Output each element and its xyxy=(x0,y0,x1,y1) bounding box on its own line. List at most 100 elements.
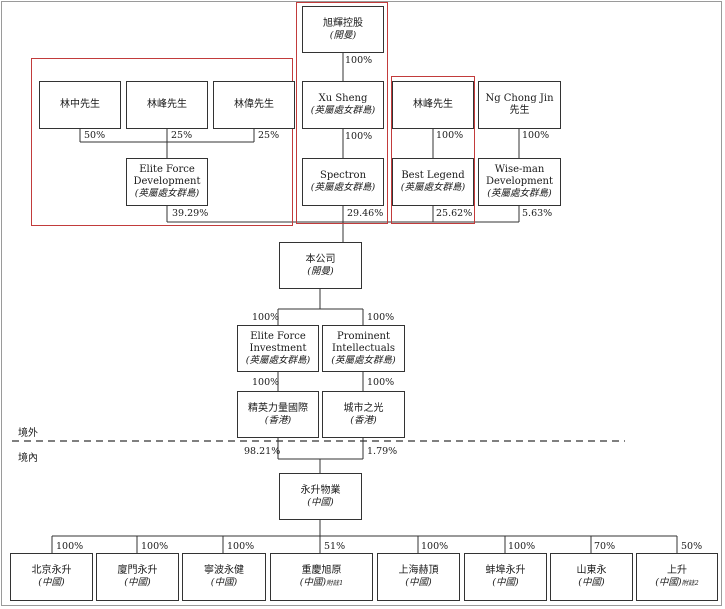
entity-last-name: 上升 xyxy=(667,565,687,576)
pct-ys-beijing: 100% xyxy=(56,541,84,552)
pct-chengshi-yongsheng: 1.79% xyxy=(367,446,398,457)
entity-last-note: 附註2 xyxy=(681,579,699,587)
entity-shandong-name: 山東永 xyxy=(576,565,607,576)
entity-beijing: 北京永升 (中國) xyxy=(10,553,93,601)
pct-ys-xiamen: 100% xyxy=(141,541,169,552)
entity-shanghai: 上海赫頂 (中國) xyxy=(377,553,460,601)
entity-beijing-place: (中國) xyxy=(38,577,65,588)
entity-ningbo: 寧波永健 (中國) xyxy=(182,553,266,601)
entity-xiamen-place: (中國) xyxy=(124,577,151,588)
entity-efd-name: Elite Force Development xyxy=(133,164,201,187)
entity-chengshi: 城市之光 (香港) xyxy=(322,391,405,438)
entity-xuhui-holding-place: (開曼) xyxy=(329,29,357,41)
entity-shandong-place: (中國) xyxy=(578,577,605,588)
entity-efd-place: (英屬處女群島) xyxy=(134,188,200,199)
entity-chongqing: 重慶旭原 (中國)附註1 xyxy=(270,553,373,601)
pct-jingying-yongsheng: 98.21% xyxy=(244,446,281,457)
entity-chengshi-place: (香港) xyxy=(350,414,377,426)
entity-shanghai-place: (中國) xyxy=(405,577,432,588)
entity-ningbo-name: 寧波永健 xyxy=(204,565,244,576)
entity-lin-feng-a-name: 林峰先生 xyxy=(147,99,187,110)
entity-lin-feng-b: 林峰先生 xyxy=(392,81,474,129)
entity-wise-man: Wise-man Development (英屬處女群島) xyxy=(478,158,561,206)
pct-ys-shandong: 70% xyxy=(594,541,616,552)
entity-xuhui-holding-name: 旭輝控股 xyxy=(323,17,363,29)
entity-pi-name: Prominent Intellectuals xyxy=(332,330,395,354)
entity-company-name: 本公司 xyxy=(305,253,336,265)
entity-xu-sheng-place: (英屬處女群島) xyxy=(310,105,376,116)
entity-ningbo-place: (中國) xyxy=(210,577,238,588)
entity-lin-feng-a: 林峰先生 xyxy=(126,81,208,129)
entity-lin-wei-name: 林偉先生 xyxy=(234,99,274,110)
entity-xuhui-holding: 旭輝控股 (開曼) xyxy=(302,6,384,53)
entity-xu-sheng-name: Xu Sheng xyxy=(318,93,368,104)
zone-onshore-label: 境內 xyxy=(18,453,38,464)
entity-yongsheng-name: 永升物業 xyxy=(300,484,341,496)
highlight-individuals-group xyxy=(31,58,293,226)
entity-lin-wei: 林偉先生 xyxy=(213,81,295,129)
zone-offshore-label: 境外 xyxy=(18,428,38,439)
entity-shandong: 山東永 (中國) xyxy=(550,553,633,601)
entity-jingying-place: (香港) xyxy=(264,414,292,426)
entity-spectron-name: Spectron xyxy=(319,170,367,181)
pct-linzhong-efd: 50% xyxy=(84,130,106,141)
entity-spectron-place: (英屬處女群島) xyxy=(310,182,376,193)
entity-elite-force-development: Elite Force Development (英屬處女群島) xyxy=(126,158,208,206)
entity-lin-zhong: 林中先生 xyxy=(39,81,121,129)
entity-bengbu-place: (中國) xyxy=(492,577,519,588)
entity-jingying-name: 精英力量國際 xyxy=(248,402,308,414)
entity-xu-sheng: Xu Sheng (英屬處女群島) xyxy=(302,81,384,129)
pct-efi-jingying: 100% xyxy=(252,377,280,388)
pct-ys-last: 50% xyxy=(681,541,703,552)
entity-elite-force-investment: Elite Force Investment (英屬處女群島) xyxy=(237,325,319,372)
entity-bengbu-name: 蚌埠永升 xyxy=(485,565,526,576)
entity-company-place: (開曼) xyxy=(307,265,334,277)
entity-pi-place: (英屬處女群島) xyxy=(331,354,396,366)
entity-best-legend: Best Legend (英屬處女群島) xyxy=(392,158,474,206)
entity-ng-chong-jin: Ng Chong Jin先生 xyxy=(478,81,561,129)
entity-best-legend-place: (英屬處女群島) xyxy=(400,182,466,193)
pct-bestlegend-company: 25.62% xyxy=(436,208,473,219)
entity-prominent-intellectuals: Prominent Intellectuals (英屬處女群島) xyxy=(322,325,405,372)
entity-chongqing-note: 附註1 xyxy=(326,579,344,587)
entity-best-legend-name: Best Legend xyxy=(401,170,465,181)
pct-wiseman-company: 5.63% xyxy=(522,208,553,219)
entity-lin-feng-b-name: 林峰先生 xyxy=(413,99,453,110)
highlight-xuhui-group xyxy=(296,2,388,224)
entity-last-place: (中國) xyxy=(655,577,682,588)
pct-xuhui-xusheng: 100% xyxy=(345,55,373,66)
entity-spectron: Spectron (英屬處女群島) xyxy=(302,158,384,206)
pct-spectron-company: 29.46% xyxy=(347,208,384,219)
pct-xusheng-spectron: 100% xyxy=(345,131,373,142)
pct-linfeng-bestlegend: 100% xyxy=(436,130,464,141)
entity-lin-zhong-name: 林中先生 xyxy=(60,99,100,110)
entity-efi-name: Elite Force Investment xyxy=(249,330,307,354)
entity-wise-man-place: (英屬處女群島) xyxy=(487,188,552,199)
entity-ng-chong-jin-name: Ng Chong Jin先生 xyxy=(485,93,554,116)
entity-chongqing-name: 重慶旭原 xyxy=(301,565,342,576)
pct-ys-ningbo: 100% xyxy=(227,541,255,552)
entity-xiamen-name: 廈門永升 xyxy=(117,565,158,576)
entity-yongsheng: 永升物業 (中國) xyxy=(279,473,362,520)
entity-shanghai-name: 上海赫頂 xyxy=(398,565,439,576)
entity-last: 上升 (中國)附註2 xyxy=(636,553,718,601)
pct-ng-wiseman: 100% xyxy=(522,130,550,141)
pct-ys-bengbu: 100% xyxy=(508,541,536,552)
highlight-linfeng-group xyxy=(391,76,475,224)
pct-linfeng-efd: 25% xyxy=(171,130,193,141)
pct-company-pi: 100% xyxy=(367,312,395,323)
pct-company-efi: 100% xyxy=(252,312,280,323)
entity-yongsheng-place: (中國) xyxy=(307,496,334,508)
pct-linwei-efd: 25% xyxy=(258,130,280,141)
entity-bengbu: 蚌埠永升 (中國) xyxy=(464,553,547,601)
pct-pi-chengshi: 100% xyxy=(367,377,395,388)
entity-company: 本公司 (開曼) xyxy=(279,242,362,289)
entity-efi-place: (英屬處女群島) xyxy=(245,354,311,366)
entity-jingying: 精英力量國際 (香港) xyxy=(237,391,319,438)
entity-chongqing-place: (中國) xyxy=(299,577,327,588)
pct-ys-chongqing: 51% xyxy=(324,541,346,552)
entity-wise-man-name: Wise-man Development xyxy=(486,164,553,187)
pct-efd-company: 39.29% xyxy=(172,208,209,219)
